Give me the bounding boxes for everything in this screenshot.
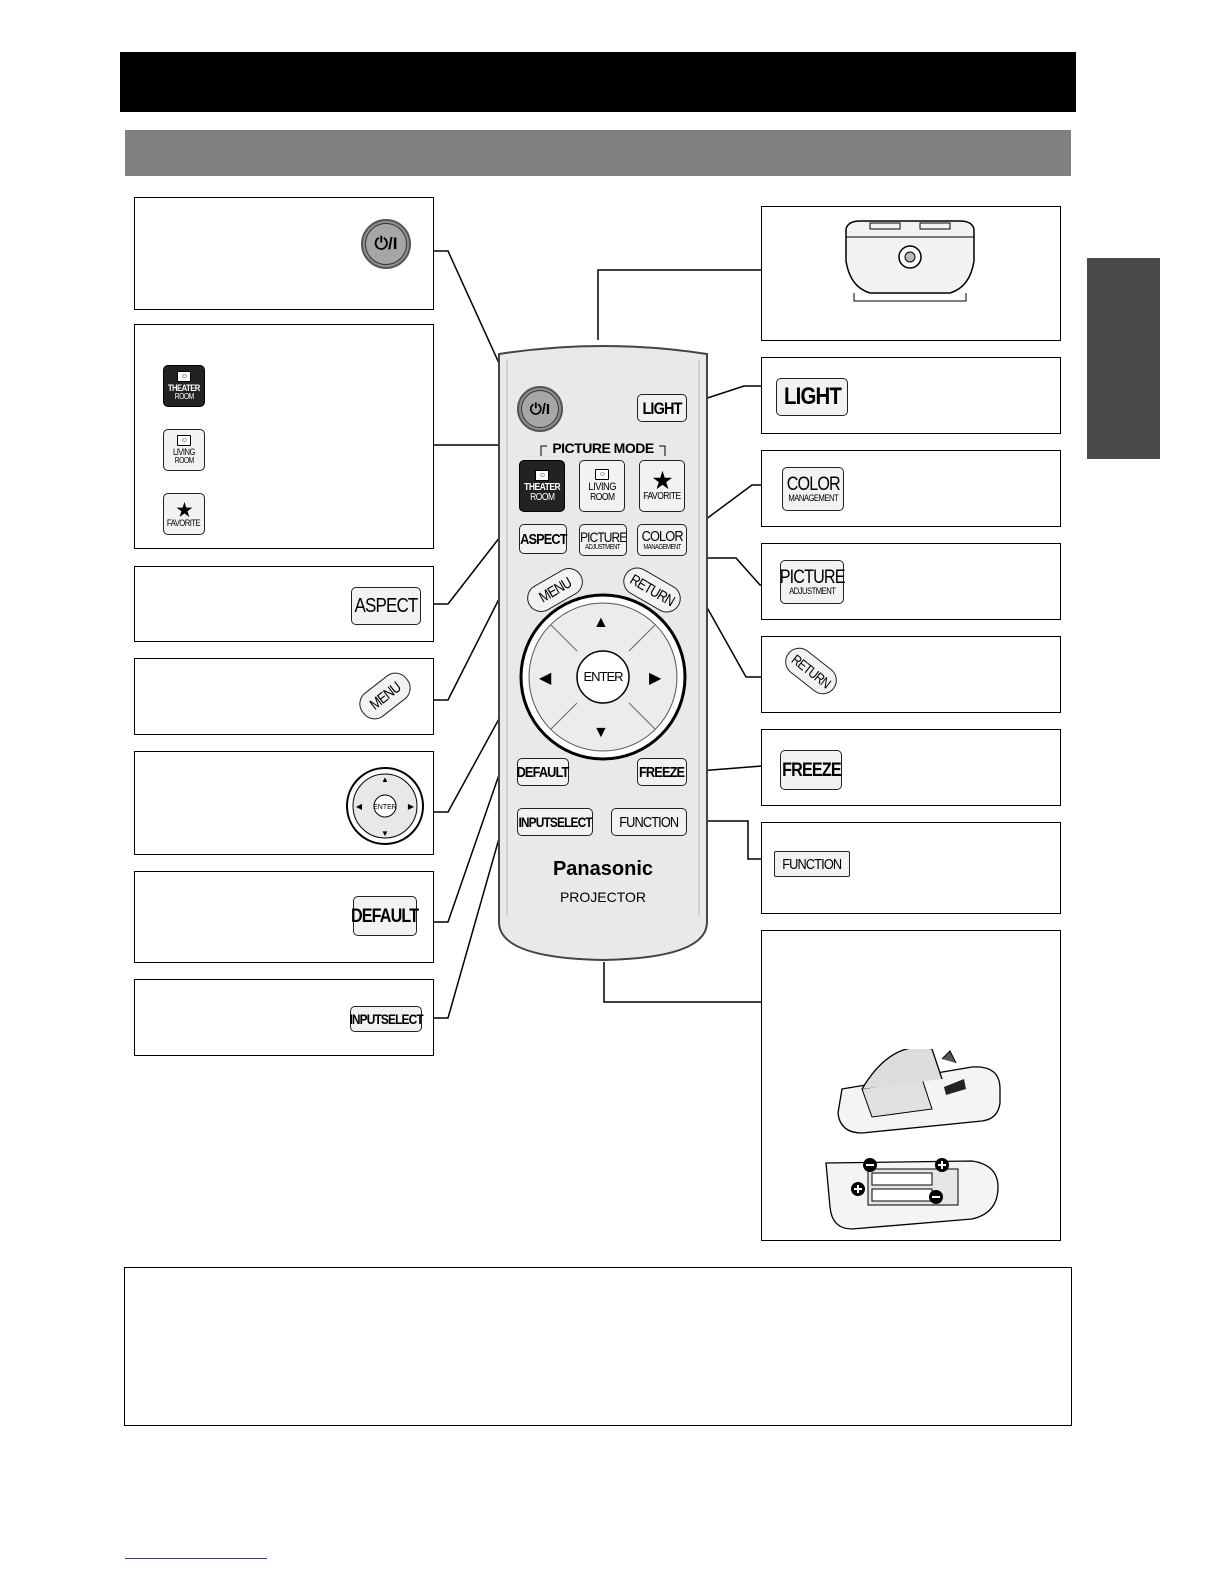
remote-color-management-button[interactable]: COLOR MANAGEMENT [637,524,687,556]
picture-mode-callout-box: ☺ THEATER ROOM ☺ LIVING ROOM ★ FAVORITE [134,324,434,549]
freeze-callout-box: FREEZE [761,729,1061,806]
light-button-icon: LIGHT [776,378,848,416]
remote-top-view-icon [845,220,975,302]
svg-text:◀: ◀ [356,802,363,811]
svg-text:▲: ▲ [381,775,389,784]
remote-light-button[interactable]: LIGHT [637,394,687,422]
menu-button-icon: MENU [353,666,417,726]
direction-pad-icon: ENTER ▲ ▼ ◀ ▶ [346,767,424,845]
up-arrow-icon[interactable]: ▲ [593,614,609,631]
remote-theater-room-button[interactable]: ☺ THEATER ROOM [519,460,565,512]
remote-power-button[interactable]: ⏻/I [517,386,563,432]
menu-callout-box: MENU [134,658,434,735]
signal-emitter-callout-box [761,206,1061,341]
default-button-icon: DEFAULT [351,896,420,936]
power-callout-box: ⏻/I [134,197,434,310]
favorite-icon: ★ FAVORITE [163,493,205,535]
picture-adjustment-callout-box: PICTURE ADJUSTMENT [761,543,1061,620]
aspect-callout-box: ASPECT [134,566,434,642]
left-arrow-icon[interactable]: ◀ [539,670,552,687]
color-management-button-icon: COLOR MANAGEMENT [782,467,844,511]
picture-mode-heading: PICTURE MODE [495,440,711,458]
down-arrow-icon[interactable]: ▼ [593,724,609,741]
star-icon: ★ [176,499,192,520]
function-button-icon: FUNCTION [774,851,850,877]
aspect-button-icon: ASPECT [351,587,421,625]
freeze-button-icon: FREEZE [780,750,842,790]
note-box [124,1267,1072,1426]
return-button-icon: RETURN [779,642,843,700]
chapter-side-tab [1087,258,1160,459]
input-select-button-icon: INPUTSELECT [349,1006,424,1032]
header-black-bar [120,52,1076,112]
star-icon: ★ [652,468,673,493]
model-label: PROJECTOR [559,889,647,905]
picture-adjustment-button-icon: PICTURE ADJUSTMENT [780,560,845,604]
remote-function-button[interactable]: FUNCTION [611,808,687,836]
right-arrow-icon[interactable]: ▶ [649,670,662,687]
living-room-icon: ☺ LIVING ROOM [163,429,205,471]
remote-enter-button[interactable]: ENTER [583,669,623,684]
footer-link-underline[interactable] [125,1558,267,1559]
enter-callout-box: ENTER ▲ ▼ ◀ ▶ [134,751,434,855]
remote-freeze-button[interactable]: FREEZE [637,758,687,786]
color-management-callout-box: COLOR MANAGEMENT [761,450,1061,527]
brand-logo: Panasonic [552,858,654,880]
theater-room-icon: ☺ THEATER ROOM [163,365,205,407]
light-callout-box: LIGHT [761,357,1061,434]
default-callout-box: DEFAULT [134,871,434,963]
svg-text:▶: ▶ [408,802,415,811]
remote-aspect-button[interactable]: ASPECT [519,524,567,554]
remote-control-illustration: ⏻/I LIGHT PICTURE MODE ☺ THEATER ROOM ☺ … [495,344,711,964]
return-callout-box: RETURN [761,636,1061,713]
remote-favorite-button[interactable]: ★ FAVORITE [639,460,685,512]
remote-input-select-button[interactable]: INPUTSELECT [517,808,593,836]
svg-text:ENTER: ENTER [373,804,397,811]
battery-callout-box [761,930,1061,1241]
svg-text:▼: ▼ [381,829,389,838]
input-select-callout-box: INPUTSELECT [134,979,434,1056]
remote-picture-adjustment-button[interactable]: PICTURE ADJUSTMENT [579,524,627,556]
function-callout-box: FUNCTION [761,822,1061,914]
battery-cover-open-illustration [837,1049,1001,1134]
section-gray-bar [125,130,1071,176]
battery-insert-illustration [825,1158,999,1230]
power-button-icon: ⏻/I [361,219,411,269]
remote-living-room-button[interactable]: ☺ LIVING ROOM [579,460,625,512]
remote-default-button[interactable]: DEFAULT [517,758,570,786]
